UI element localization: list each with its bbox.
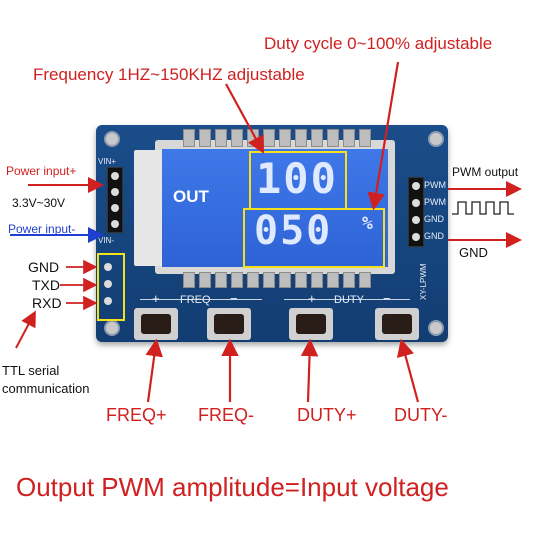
label-ttl-serial: TTL serial (2, 363, 60, 378)
silk-freq: FREQ (180, 294, 211, 306)
arrow-freq-plus (145, 338, 163, 403)
mounting-hole (104, 131, 120, 147)
ttl-highlight-box (97, 253, 125, 321)
duty-highlight-box (243, 208, 385, 268)
label-pwm-output: PWM output (452, 165, 519, 179)
arrow-frequency (225, 83, 265, 154)
lcd-mode-text: OUT (173, 187, 209, 206)
arrow-duty-cycle (367, 61, 400, 211)
freq-plus-button-cap[interactable] (141, 314, 171, 334)
footer-caption: Output PWM amplitude=Input voltage (16, 472, 449, 502)
silk-duty-plus: + (308, 291, 316, 306)
silk-duty-minus: − (383, 291, 391, 306)
output-header (408, 177, 424, 247)
ttl-pad-gnd (104, 263, 112, 271)
label-freq-plus: FREQ+ (106, 405, 167, 425)
silk-freq-minus: − (230, 291, 238, 306)
label-ttl-rxd: RXD (32, 295, 62, 311)
silk-gnd-1: GND (424, 214, 444, 224)
silk-vin-pos: VIN+ (98, 157, 117, 166)
label-power-input-neg: Power input- (8, 222, 76, 236)
lcd-duty-value: 050 (254, 208, 333, 254)
label-power-input-pos: Power input+ (6, 164, 77, 178)
label-gnd-output: GND (459, 245, 488, 260)
label-frequency: Frequency 1HZ~150KHZ adjustable (33, 65, 305, 84)
mounting-hole (104, 320, 120, 336)
ttl-pad-rxd (104, 297, 112, 305)
power-header (107, 167, 123, 233)
silk-duty: DUTY (334, 294, 364, 306)
label-freq-minus: FREQ- (198, 405, 254, 425)
lcd-duty-unit: % (362, 213, 375, 234)
silk-pwm-1: PWM (424, 180, 446, 190)
silk-vin-neg: VIN- (98, 236, 114, 245)
silk-gnd-2: GND (424, 231, 444, 241)
silk-pwm-2: PWM (424, 197, 446, 207)
arrow-ttl-serial (15, 310, 36, 349)
duty-plus-button-cap[interactable] (296, 314, 326, 334)
label-duty-cycle: Duty cycle 0~100% adjustable (264, 34, 493, 53)
label-voltage-range: 3.3V~30V (12, 196, 66, 210)
silk-freq-plus: + (152, 291, 160, 306)
label-communication: communication (2, 381, 90, 396)
lcd-frequency-value: 100 (256, 154, 338, 203)
label-ttl-gnd: GND (28, 259, 60, 275)
mounting-hole (428, 131, 444, 147)
arrow-duty-minus (396, 338, 420, 403)
arrow-duty-plus (300, 338, 319, 403)
pwm-waveform-icon (452, 201, 514, 215)
mounting-hole (428, 320, 444, 336)
lcd-backlight-tab (134, 150, 164, 266)
label-ttl-txd: TXD (32, 277, 60, 293)
duty-minus-button-cap[interactable] (382, 314, 412, 334)
label-duty-minus: DUTY- (394, 405, 448, 425)
freq-minus-button-cap[interactable] (214, 314, 244, 334)
label-duty-plus: DUTY+ (297, 405, 357, 425)
ttl-pad-txd (104, 280, 112, 288)
